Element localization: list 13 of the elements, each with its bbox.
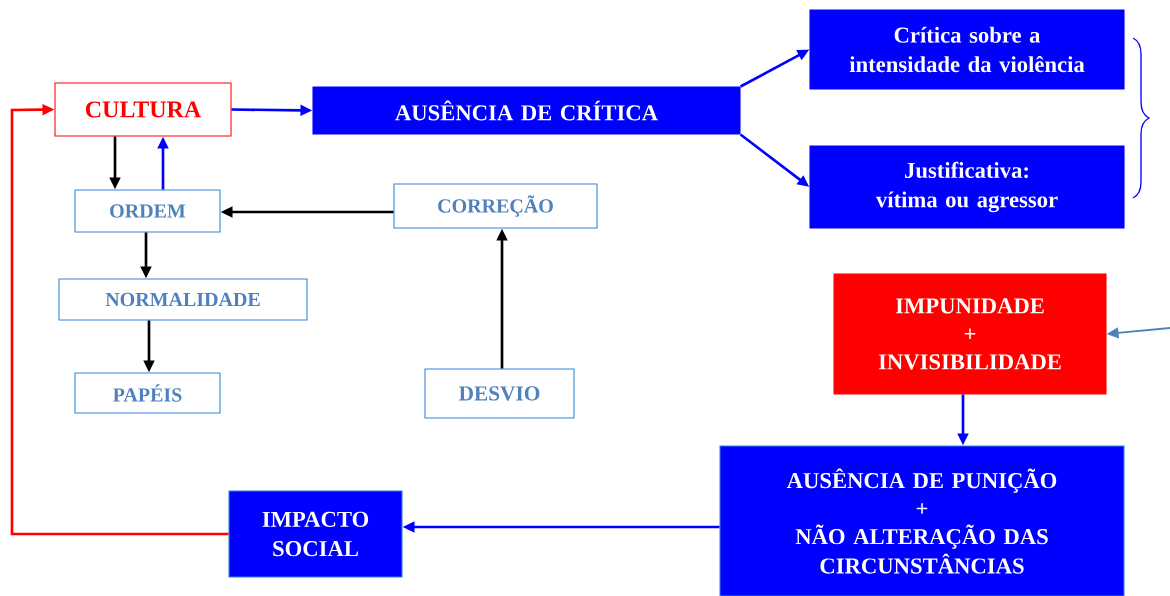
process-box: DESVIO <box>424 368 575 419</box>
process-box: IMPUNIDADE + INVISIBILIDADE <box>833 273 1107 395</box>
process-box: PAPÉIS <box>74 372 221 414</box>
process-box: CULTURA <box>54 82 232 137</box>
process-box: AUSÊNCIA DE CRÍTICA <box>312 86 741 135</box>
arrow <box>10 103 229 536</box>
process-box: ORDEM <box>74 189 221 233</box>
process-box: CORREÇÃO <box>393 183 598 229</box>
process-box: NORMALIDADE <box>58 278 308 321</box>
process-box: IMPACTO SOCIAL <box>228 490 403 578</box>
process-box: Crítica sobre a intensidade da violência <box>809 9 1125 90</box>
process-box: AUSÊNCIA DE PUNIÇÃO + NÃO ALTERAÇÃO DAS CIRCUNSTÂNCIAS <box>719 445 1125 596</box>
process-box: Justificativa: vítima ou agressor <box>809 145 1125 229</box>
